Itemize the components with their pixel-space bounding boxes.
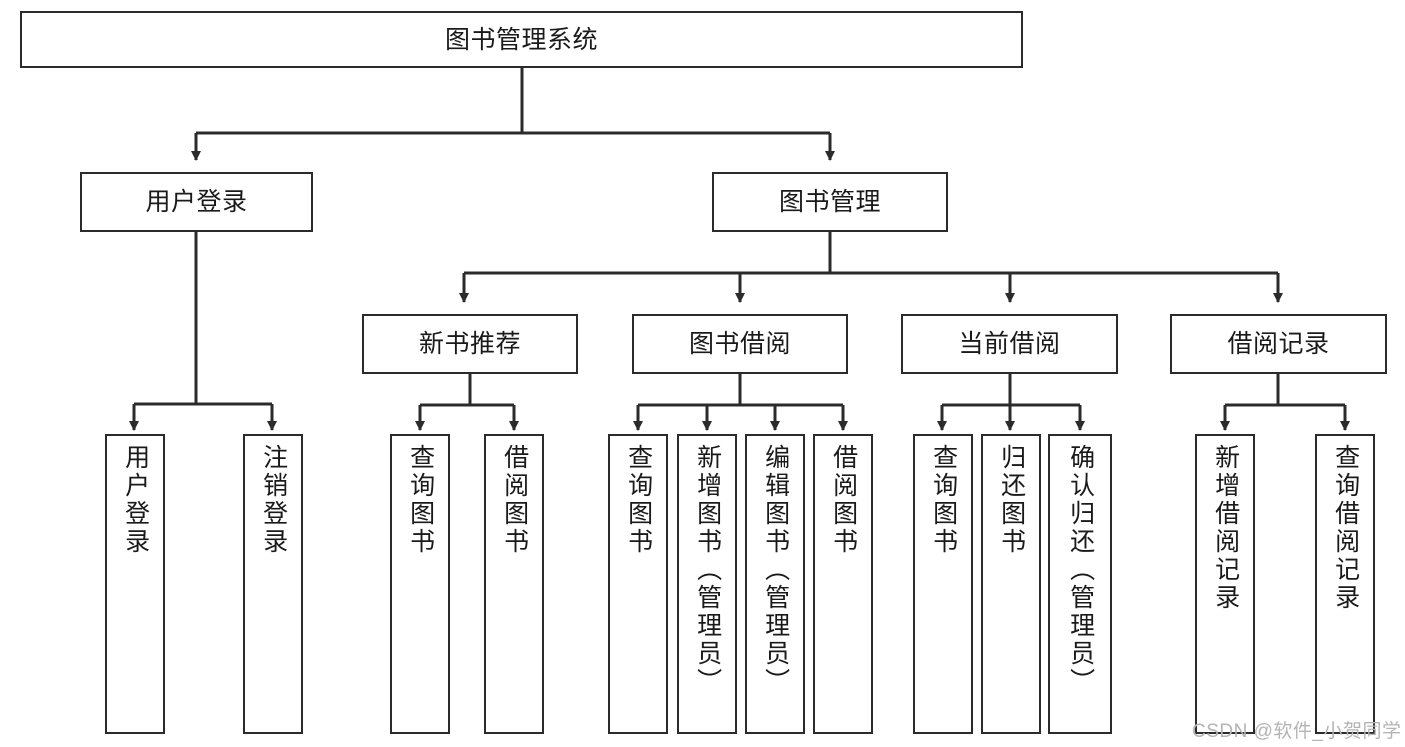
- node-user-login-label: 用户登录: [145, 188, 248, 216]
- node-book-manage[interactable]: 图书管理: [712, 172, 948, 232]
- node-book-manage-label: 图书管理: [778, 188, 881, 216]
- leaf-query-record-label: 查询借阅记录: [1331, 444, 1360, 612]
- node-current-borrow-label: 当前借阅: [958, 330, 1061, 358]
- leaf-query-book-3-label: 查询图书: [929, 444, 958, 556]
- leaf-borrow-book-1-label: 借阅图书: [500, 444, 529, 556]
- node-root-label: 图书管理系统: [444, 25, 598, 54]
- node-book-borrow[interactable]: 图书借阅: [632, 314, 848, 374]
- leaf-query-book-3[interactable]: 查询图书: [913, 434, 973, 734]
- leaf-query-book-2-label: 查询图书: [624, 444, 653, 556]
- leaf-borrow-book-1[interactable]: 借阅图书: [484, 434, 544, 734]
- leaf-logout-login[interactable]: 注销登录: [243, 434, 303, 734]
- leaf-logout-login-label: 注销登录: [259, 444, 288, 556]
- node-new-book-recommend[interactable]: 新书推荐: [362, 314, 578, 374]
- node-borrow-record-label: 借阅记录: [1227, 330, 1330, 358]
- leaf-borrow-book-2-label: 借阅图书: [829, 444, 858, 556]
- node-current-borrow[interactable]: 当前借阅: [901, 314, 1118, 374]
- leaf-add-book-label: 新增图书（管理员）: [693, 444, 722, 696]
- node-book-borrow-label: 图书借阅: [688, 330, 791, 358]
- leaf-add-record-label: 新增借阅记录: [1211, 444, 1240, 612]
- leaf-user-login-label: 用户登录: [121, 444, 150, 556]
- leaf-confirm-return-label: 确认归还（管理员）: [1066, 444, 1095, 696]
- leaf-borrow-book-2[interactable]: 借阅图书: [813, 434, 873, 734]
- leaf-user-login[interactable]: 用户登录: [105, 434, 165, 734]
- leaf-return-book-label: 归还图书: [997, 444, 1026, 556]
- node-user-login[interactable]: 用户登录: [80, 172, 313, 232]
- leaf-query-book-1-label: 查询图书: [406, 444, 435, 556]
- watermark-text: CSDN @软件_小贺同学: [1192, 721, 1402, 742]
- leaf-add-record[interactable]: 新增借阅记录: [1195, 434, 1255, 734]
- leaf-edit-book-label: 编辑图书（管理员）: [761, 444, 790, 696]
- leaf-edit-book[interactable]: 编辑图书（管理员）: [745, 434, 805, 734]
- leaf-query-record[interactable]: 查询借阅记录: [1315, 434, 1375, 734]
- leaf-return-book[interactable]: 归还图书: [981, 434, 1041, 734]
- node-root[interactable]: 图书管理系统: [20, 11, 1023, 68]
- node-borrow-record[interactable]: 借阅记录: [1170, 314, 1387, 374]
- leaf-confirm-return[interactable]: 确认归还（管理员）: [1048, 434, 1112, 734]
- leaf-add-book[interactable]: 新增图书（管理员）: [677, 434, 737, 734]
- node-new-book-recommend-label: 新书推荐: [418, 330, 521, 358]
- leaf-query-book-1[interactable]: 查询图书: [390, 434, 450, 734]
- leaf-query-book-2[interactable]: 查询图书: [608, 434, 668, 734]
